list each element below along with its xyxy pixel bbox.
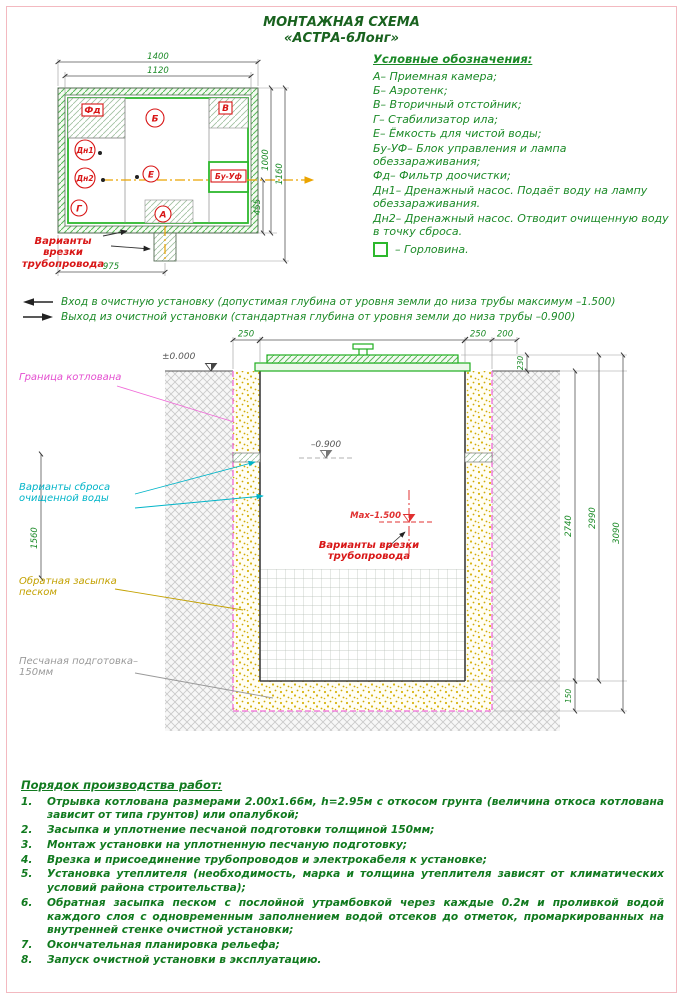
dim-1000: 1000 [261, 149, 271, 171]
sand-base-layer [233, 680, 492, 711]
outlet-arrow-icon [23, 312, 53, 321]
left-pipe-stub [232, 452, 261, 462]
dim-200: 200 [497, 329, 513, 339]
dim-1160: 1160 [275, 163, 285, 185]
inlet-note-text: Вход в очистную установку (допустимая гл… [61, 295, 616, 308]
work-item-1: Отрывка котлована размерами 2.00х1.66м, … [47, 795, 664, 822]
sand-base-label: Песчаная подготовка–150мм [19, 655, 139, 679]
dim-1120: 1120 [147, 66, 169, 76]
dim-1560: 1560 [30, 527, 40, 549]
legend-title: Условные обозначения: [373, 51, 533, 66]
level-marks: ±0.000 –0.900 Max–1.500 [162, 352, 435, 556]
work-item-6: Обратная засыпка песком с послойной утра… [47, 896, 664, 937]
dim-3090: 3090 [612, 522, 622, 544]
dim-455: 455 [253, 198, 263, 214]
gorlovina-label: – Горловина. [395, 243, 469, 257]
work-item-2: Засыпка и уплотнение песчаной подготовки… [47, 824, 435, 837]
title-line1: МОНТАЖНАЯ СХЕМА [263, 15, 420, 30]
dim-230: 230 [516, 355, 525, 370]
dim-975: 975 [103, 262, 119, 272]
section-dimensions: 250 250 200 230 2740 150 2990 3090 1560 [30, 329, 627, 714]
work-item-4: Врезка и присоединение трубопроводов и э… [47, 853, 487, 866]
outlet-note: Выход из очистной установки (стандартная… [23, 311, 670, 323]
label-fd: Фд [84, 106, 100, 116]
label-a: А [159, 210, 167, 220]
legend-item-a: А– Приемная камера; [373, 69, 497, 83]
legend-item-e: Е– Ёмкость для чистой воды; [373, 127, 542, 141]
leader-lines [114, 385, 406, 698]
legend-item-gorlovina: – Горловина. [373, 242, 670, 258]
work-order: Порядок производства работ: Отрывка котл… [21, 778, 664, 968]
sand-backfill [233, 370, 492, 711]
plan-pipe-variant-lines [103, 175, 315, 262]
dim-250-left: 250 [238, 329, 254, 339]
label-g: Г [76, 204, 83, 214]
plan-leader-arrows [102, 229, 151, 251]
label-dn2: Дн2 [75, 174, 93, 183]
dim-2990: 2990 [588, 507, 598, 529]
legend: Условные обозначения: А– Приемная камера… [365, 50, 670, 292]
section-view-svg: ±0.000 –0.900 Max–1.500 [30, 329, 627, 731]
work-order-list: Отрывка котлована размерами 2.00х1.66м, … [21, 796, 664, 968]
soil [165, 370, 560, 731]
work-item-7: Окончательная планировка рельефа; [47, 939, 280, 952]
legend-item-b: Б– Аэротенк; [373, 83, 448, 97]
work-order-title: Порядок производства работ: [21, 777, 223, 792]
level-max1500: Max–1.500 [350, 511, 401, 521]
dim-150: 150 [564, 688, 573, 703]
level-minus900: –0.900 [311, 440, 342, 450]
work-item-5: Установка утеплителя (необходимость, мар… [47, 868, 664, 895]
legend-item-buuf: Бу-УФ– Блок управления и лампа обеззараж… [373, 141, 567, 168]
legend-item-v: В– Вторичный отстойник; [373, 98, 522, 112]
dim-1400: 1400 [147, 52, 169, 62]
top-area: Фд Б В Дн1 Дн2 Е Бу-Уф Г А [13, 50, 670, 292]
tank-lid [254, 342, 471, 372]
lid-handle [352, 342, 374, 350]
dim-2740: 2740 [564, 515, 574, 537]
label-e: Е [148, 170, 155, 180]
gorlovina-swatch-icon [373, 242, 388, 258]
inlet-arrow-icon [23, 297, 53, 306]
plan-dimensions: 1400 1120 1000 1160 455 975 [55, 52, 289, 276]
work-item-8: Запуск очистной установки в эксплуатацию… [47, 953, 322, 966]
plan-compartment-labels: Фд Б В Дн1 Дн2 Е Бу-Уф Г А [70, 100, 247, 223]
pit-boundary-label: Граница котлована [19, 371, 122, 383]
legend-item-dn2: Дн2– Дренажный насос. Отводит очищенную … [373, 211, 669, 238]
section-view: ±0.000 –0.900 Max–1.500 [15, 326, 675, 774]
label-b: Б [152, 114, 159, 124]
flow-notes: Вход в очистную установку (допустимая гл… [23, 296, 670, 323]
legend-item-dn1: Дн1– Дренажный насос. Подаёт воду на лам… [373, 183, 648, 211]
drawing-sheet: МОНТАЖНАЯ СХЕМА «АСТРА-6Лонг» [6, 6, 677, 993]
level-zero: ±0.000 [162, 352, 196, 362]
plan-view-svg: Фд Б В Дн1 Дн2 Е Бу-Уф Г А [55, 52, 315, 276]
drawing-title: МОНТАЖНАЯ СХЕМА «АСТРА-6Лонг» [13, 15, 670, 48]
label-v: В [222, 104, 229, 114]
tank-lower-grid [260, 568, 465, 681]
right-pipe-stub [464, 452, 493, 462]
legend-item-g: Г– Стабилизатор ила; [373, 112, 498, 126]
tank [232, 370, 493, 682]
work-item-3: Монтаж установки на уплотненную песчаную… [47, 838, 408, 851]
label-dn1: Дн1 [75, 146, 93, 155]
discharge-variants-label: Варианты сброса очищенной воды [19, 481, 111, 505]
dim-250-right: 250 [470, 329, 486, 339]
pit-boundary [232, 370, 493, 712]
legend-item-fd: Фд– Фильтр доочистки; [373, 169, 511, 183]
inlet-note: Вход в очистную установку (допустимая гл… [23, 296, 670, 308]
plan-view: Фд Б В Дн1 Дн2 Е Бу-Уф Г А [13, 50, 365, 292]
outlet-note-text: Выход из очистной установки (стандартная… [61, 310, 576, 323]
plan-pipe-variants-note: Варианты врезки трубопровода [21, 235, 105, 270]
label-buuf: Бу-Уф [215, 172, 243, 181]
title-line2: «АСТРА-6Лонг» [284, 31, 399, 47]
backfill-label: Обратная засыпка песком [19, 575, 117, 599]
pipe-variants-label: Варианты врезки трубопровода [318, 539, 420, 563]
